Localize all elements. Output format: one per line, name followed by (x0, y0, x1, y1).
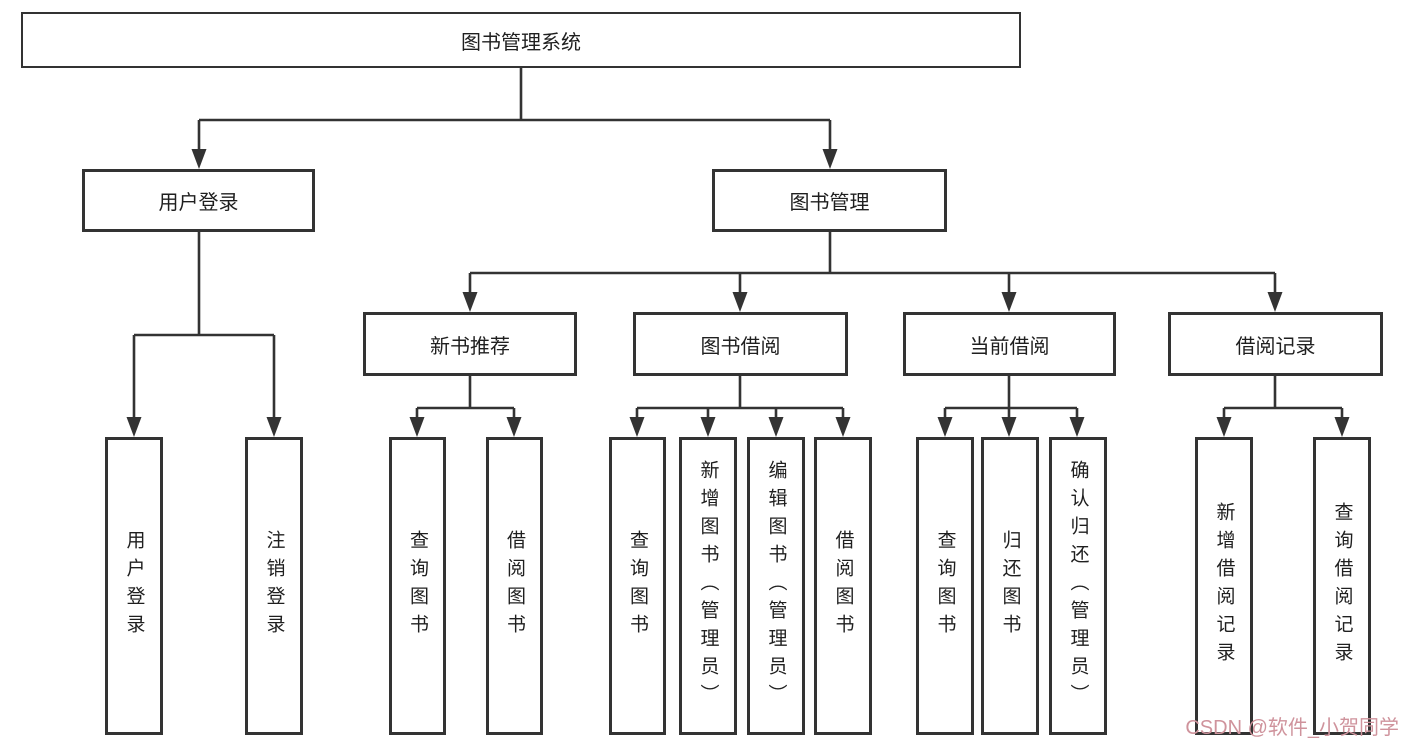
connector-book-mgmt-children (462, 232, 1283, 312)
leaf-logout: 注销登录 (245, 437, 303, 735)
leaf-logout-label: 注销登录 (263, 530, 285, 642)
node-library-system-label: 图书管理系统 (461, 31, 581, 54)
leaf-query-books-recommend: 查询图书 (389, 437, 446, 735)
node-borrow-records-label: 借阅记录 (1235, 335, 1316, 358)
leaf-confirm-return-admin-label: 确认归还（管理员） (1067, 460, 1089, 712)
connector-new-book-rec-children (409, 376, 522, 437)
leaf-add-borrow-record-label: 新增借阅记录 (1213, 502, 1235, 670)
leaf-add-books-admin: 新增图书（管理员） (679, 437, 737, 735)
leaf-query-borrow-record: 查询借阅记录 (1313, 437, 1371, 735)
node-library-system: 图书管理系统 (21, 12, 1021, 68)
leaf-borrow-books: 借阅图书 (814, 437, 872, 735)
node-user-login-label: 用户登录 (158, 192, 239, 214)
connector-root-to-level2 (191, 68, 838, 169)
leaf-add-books-admin-label: 新增图书（管理员） (697, 460, 719, 712)
leaf-query-books-current: 查询图书 (916, 437, 974, 735)
leaf-return-books: 归还图书 (981, 437, 1039, 735)
csdn-watermark: CSDN @软件_小贺同学 (1185, 717, 1399, 739)
leaf-edit-books-admin: 编辑图书（管理员） (747, 437, 805, 735)
leaf-query-books-borrow-label: 查询图书 (627, 530, 648, 642)
connector-book-borrow-children (629, 376, 851, 437)
node-borrow-records: 借阅记录 (1168, 312, 1383, 376)
leaf-user-login-label: 用户登录 (123, 530, 145, 642)
leaf-query-borrow-record-label: 查询借阅记录 (1331, 502, 1353, 670)
leaf-user-login: 用户登录 (105, 437, 163, 735)
node-current-borrow: 当前借阅 (903, 312, 1116, 376)
connector-user-login-children (126, 232, 282, 437)
leaf-confirm-return-admin: 确认归还（管理员） (1049, 437, 1107, 735)
leaf-edit-books-admin-label: 编辑图书（管理员） (765, 460, 787, 712)
connector-current-borrow-children (937, 376, 1085, 437)
leaf-borrow-books-label: 借阅图书 (832, 530, 854, 642)
node-book-management: 图书管理 (712, 169, 947, 232)
leaf-borrow-books-recommend: 借阅图书 (486, 437, 543, 735)
leaf-query-books-borrow: 查询图书 (609, 437, 666, 735)
leaf-add-borrow-record: 新增借阅记录 (1195, 437, 1253, 735)
node-current-borrow-label: 当前借阅 (969, 335, 1050, 358)
node-user-login: 用户登录 (82, 169, 315, 232)
leaf-borrow-books-recommend-label: 借阅图书 (504, 530, 525, 642)
node-book-management-label: 图书管理 (789, 192, 870, 214)
node-new-book-recommend: 新书推荐 (363, 312, 577, 376)
node-new-book-recommend-label: 新书推荐 (430, 335, 510, 358)
leaf-return-books-label: 归还图书 (999, 530, 1021, 642)
connector-borrow-records-children (1216, 376, 1350, 437)
leaf-query-books-current-label: 查询图书 (934, 530, 956, 642)
node-book-borrow-label: 图书借阅 (700, 335, 781, 358)
node-book-borrow: 图书借阅 (633, 312, 848, 376)
leaf-query-books-recommend-label: 查询图书 (407, 530, 428, 642)
